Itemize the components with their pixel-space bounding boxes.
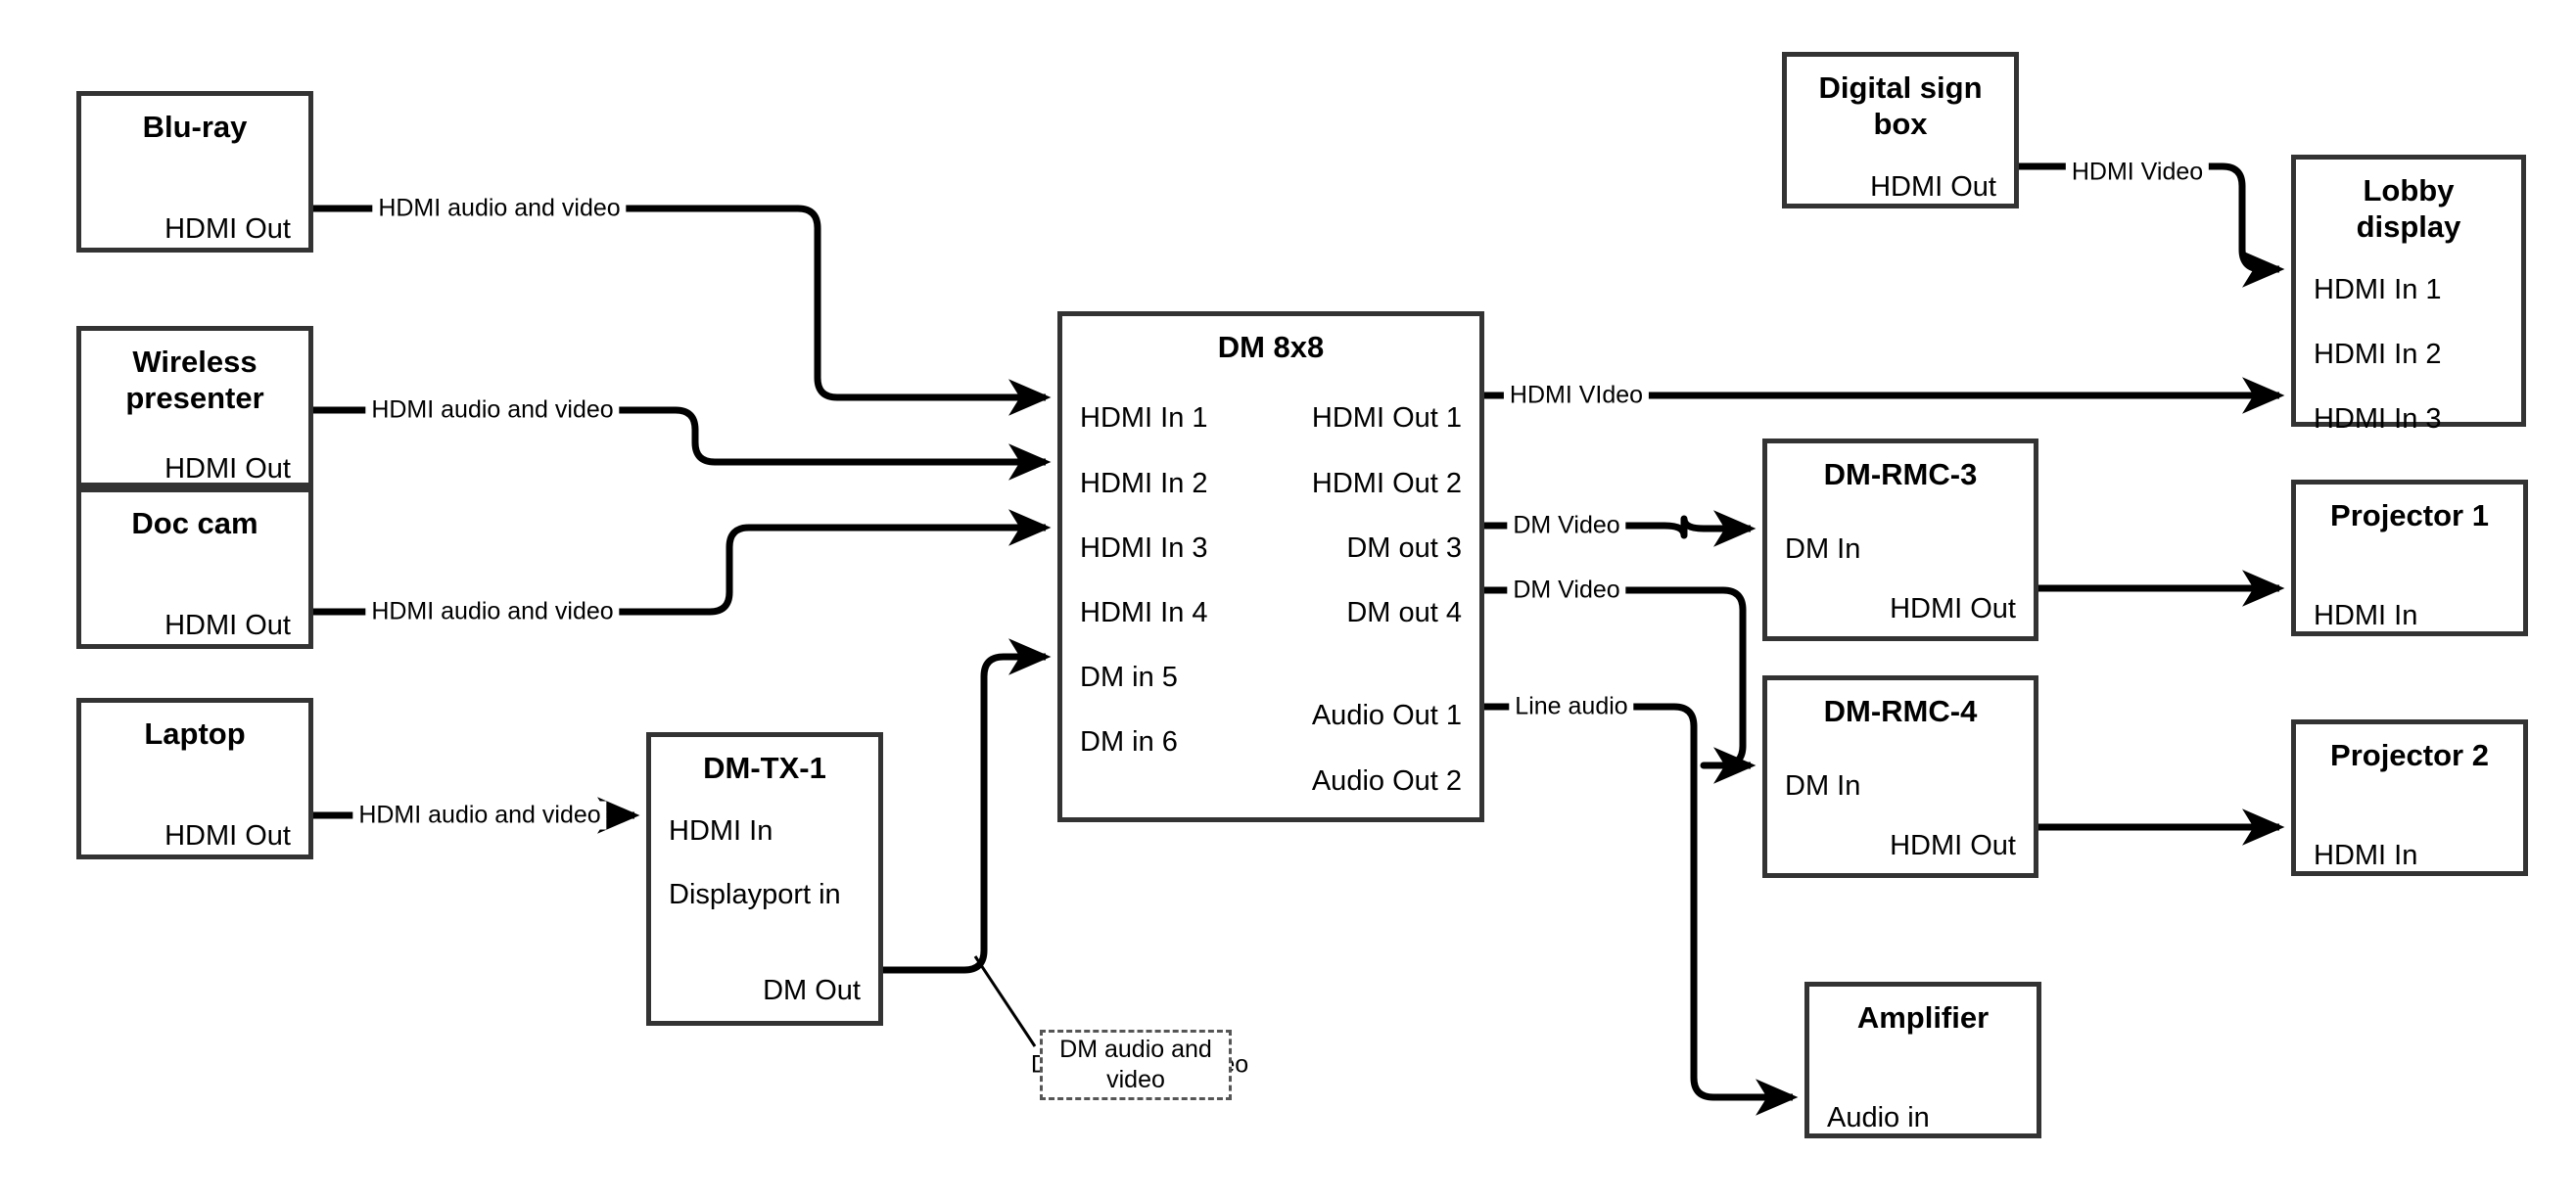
port-laptop-hdmi-out[interactable]: HDMI Out bbox=[164, 820, 291, 852]
port-bluray-hdmi-out[interactable]: HDMI Out bbox=[164, 213, 291, 245]
port-projector-1-hdmi-in[interactable]: HDMI In bbox=[2314, 600, 2418, 631]
wire-bluray-to-dm-in-1 bbox=[313, 205, 1052, 416]
port-dm-rmc-4-dm-in[interactable]: DM In bbox=[1785, 770, 1861, 802]
wire-doccam-to-dm-in-3 bbox=[313, 509, 1052, 616]
port-dm-8x8-audio-out-1[interactable]: Audio Out 1 bbox=[1311, 700, 1462, 731]
node-title-dm-rmc-4: DM-RMC-4 bbox=[1823, 694, 1978, 728]
port-projector-2-hdmi-in[interactable]: HDMI In bbox=[2314, 840, 2418, 871]
port-dm-tx-1-dm-out[interactable]: DM Out bbox=[763, 975, 861, 1006]
port-lobby-display-hdmi-in-1[interactable]: HDMI In 1 bbox=[2314, 274, 2442, 305]
port-dm-8x8-hdmi-in-1[interactable]: HDMI In 1 bbox=[1080, 402, 1208, 434]
port-doc-cam-hdmi-out[interactable]: HDMI Out bbox=[164, 610, 291, 641]
node-title-doc-cam: Doc cam bbox=[131, 506, 258, 540]
node-projector-2[interactable]: Projector 2 HDMI In bbox=[2291, 719, 2528, 876]
wire-dm-out-4-to-rmc4-dm-in bbox=[1484, 586, 1756, 784]
node-title-dm-tx-1: DM-TX-1 bbox=[703, 751, 826, 785]
port-dm-8x8-dm-in-6[interactable]: DM in 6 bbox=[1080, 726, 1178, 758]
port-dm-rmc-3-dm-in[interactable]: DM In bbox=[1785, 533, 1861, 565]
port-lobby-display-hdmi-in-2[interactable]: HDMI In 2 bbox=[2314, 339, 2442, 370]
wire-dm-out-3-to-rmc3-dm-in bbox=[1484, 510, 1756, 547]
node-title-projector-1: Projector 1 bbox=[2330, 498, 2489, 532]
node-title-projector-2: Projector 2 bbox=[2330, 738, 2489, 772]
port-dm-8x8-hdmi-in-3[interactable]: HDMI In 3 bbox=[1080, 532, 1208, 564]
port-dm-8x8-hdmi-in-2[interactable]: HDMI In 2 bbox=[1080, 468, 1208, 499]
node-title-laptop: Laptop bbox=[144, 716, 246, 751]
node-title-dm-8x8: DM 8x8 bbox=[1217, 330, 1325, 364]
edge-label-bluray-to-dm1: HDMI audio and video bbox=[372, 194, 627, 223]
wire-sign-to-lobby-hdmi-in-1 bbox=[2019, 162, 2285, 288]
node-dm-rmc-4[interactable]: DM-RMC-4 DM In HDMI Out bbox=[1762, 675, 2038, 878]
port-dm-8x8-hdmi-in-4[interactable]: HDMI In 4 bbox=[1080, 597, 1208, 628]
wire-tx-dm-out-to-dm-in-5 bbox=[883, 638, 1052, 974]
node-title-dm-rmc-3: DM-RMC-3 bbox=[1823, 457, 1978, 491]
edge-label-laptop-to-tx: HDMI audio and video bbox=[352, 801, 607, 830]
port-dm-rmc-4-hdmi-out[interactable]: HDMI Out bbox=[1890, 830, 2016, 861]
port-lobby-display-hdmi-in-3[interactable]: HDMI In 3 bbox=[2314, 403, 2442, 435]
port-dm-rmc-3-hdmi-out[interactable]: HDMI Out bbox=[1890, 593, 2016, 624]
edge-label-dmout3-to-rmc3: DM Video bbox=[1507, 511, 1626, 540]
port-dm-tx-1-hdmi-in[interactable]: HDMI In bbox=[669, 815, 773, 847]
node-title-bluray: Blu-ray bbox=[142, 110, 248, 144]
node-projector-1[interactable]: Projector 1 HDMI In bbox=[2291, 480, 2528, 636]
port-dm-8x8-hdmi-out-2[interactable]: HDMI Out 2 bbox=[1311, 468, 1462, 499]
port-dm-8x8-dm-out-4[interactable]: DM out 4 bbox=[1346, 597, 1462, 628]
wire-audio-out-1-to-amplifier bbox=[1484, 703, 1799, 1116]
edge-label-doccam-to-dm3: HDMI audio and video bbox=[365, 597, 620, 626]
port-dm-8x8-dm-out-3[interactable]: DM out 3 bbox=[1346, 532, 1462, 564]
edge-label-dmout1-to-lobby3: HDMI VIdeo bbox=[1503, 381, 1650, 410]
edge-label-sign-to-lobby1: HDMI Video bbox=[2065, 158, 2210, 187]
leader-line-dm-audio-video-note bbox=[973, 955, 1037, 1047]
port-dm-8x8-audio-out-2[interactable]: Audio Out 2 bbox=[1311, 765, 1462, 797]
wire-wireless-to-dm-in-2 bbox=[313, 406, 1052, 481]
port-amplifier-audio-in[interactable]: Audio in bbox=[1827, 1102, 1930, 1133]
node-dm-rmc-3[interactable]: DM-RMC-3 DM In HDMI Out bbox=[1762, 439, 2038, 641]
edge-label-audioout1-to-amp: Line audio bbox=[1509, 692, 1634, 721]
edge-label-wireless-to-dm2: HDMI audio and video bbox=[365, 395, 620, 425]
port-digital-sign-box-hdmi-out[interactable]: HDMI Out bbox=[1870, 171, 1996, 203]
edge-label-dmout4-to-rmc4: DM Video bbox=[1507, 576, 1626, 605]
port-dm-8x8-hdmi-out-1[interactable]: HDMI Out 1 bbox=[1311, 402, 1462, 434]
port-wireless-presenter-hdmi-out[interactable]: HDMI Out bbox=[164, 453, 291, 485]
node-title-amplifier: Amplifier bbox=[1856, 1000, 1990, 1035]
port-dm-8x8-dm-in-5[interactable]: DM in 5 bbox=[1080, 662, 1178, 693]
port-dm-tx-1-displayport-in[interactable]: Displayport in bbox=[669, 879, 841, 910]
